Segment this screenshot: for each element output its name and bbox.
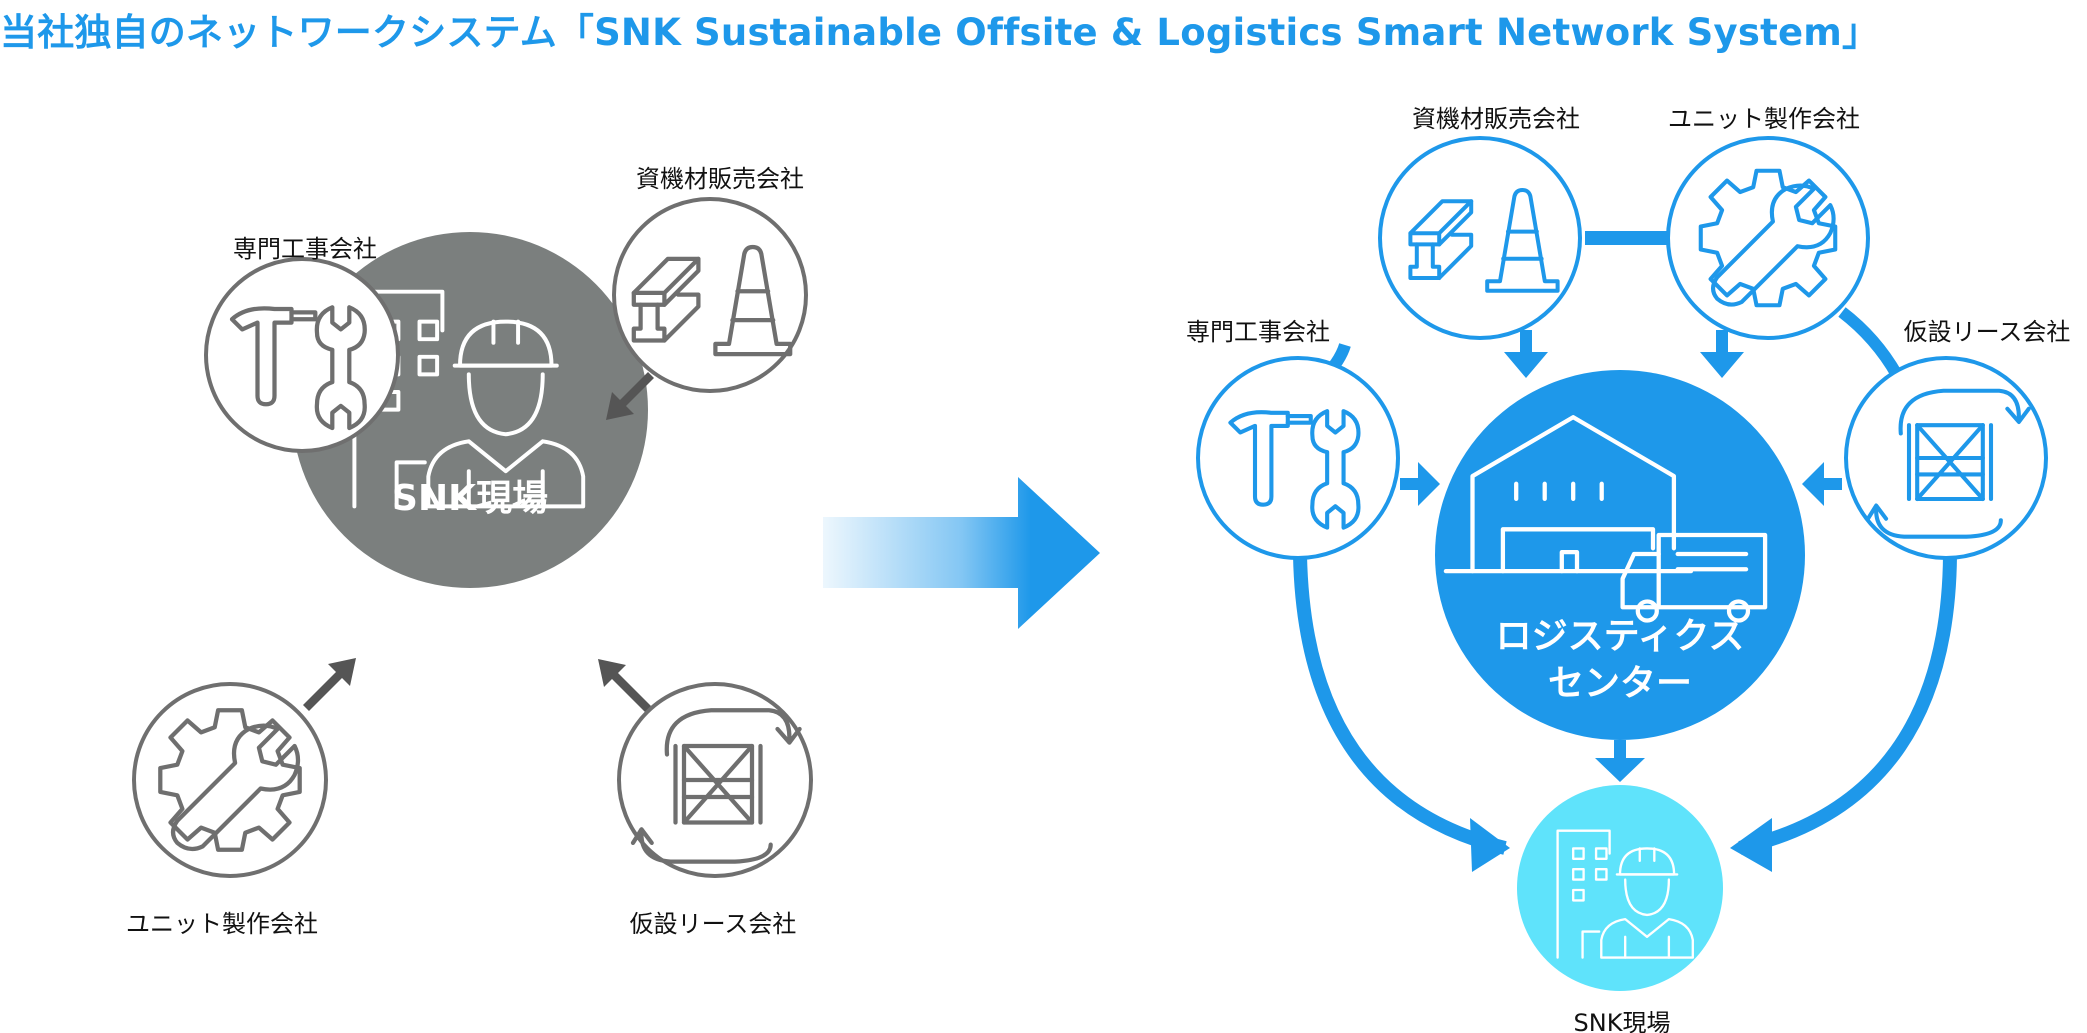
- logistics-label-line1: ロジスティクス: [1496, 616, 1745, 657]
- arrow-logistics-to-site: [1595, 740, 1645, 782]
- after-materials-circle: [1378, 136, 1582, 340]
- before-unit-circle: [132, 682, 328, 878]
- page-title: 当社独自のネットワークシステム「SNK Sustainable Offsite …: [0, 11, 1880, 54]
- after-unit-circle: [1666, 136, 1870, 340]
- arrow-lease-to-logistics: [1802, 462, 1842, 506]
- arrow-unit-to-logistics: [1700, 330, 1744, 378]
- before-specialty-label: 専門工事会社: [233, 235, 377, 263]
- arrow-specialty-to-logistics: [1400, 462, 1440, 506]
- arrow-unit-to-site: [303, 658, 356, 711]
- after-unit-label: ユニット製作会社: [1668, 105, 1860, 133]
- arc-arrowhead-right: [1730, 818, 1772, 872]
- after-lease-label: 仮設リース会社: [1904, 318, 2071, 346]
- before-materials-label: 資機材販売会社: [636, 165, 804, 193]
- after-site-label: SNK現場: [1574, 1009, 1671, 1033]
- arrow-materials-to-logistics: [1504, 330, 1548, 378]
- logistics-label-line2: センター: [1548, 663, 1692, 704]
- before-specialty-circle: [204, 257, 400, 453]
- after-specialty-circle: [1196, 356, 1400, 560]
- before-lease-label: 仮設リース会社: [630, 910, 797, 938]
- arc-lease-to-site: [1738, 554, 1957, 855]
- before-unit-label: ユニット製作会社: [126, 910, 318, 938]
- logistics-center-circle: [1435, 370, 1805, 740]
- arc-specialty-to-site: [1293, 554, 1507, 855]
- arc-arrowhead-left: [1470, 818, 1510, 872]
- arrow-lease-to-site: [598, 659, 651, 712]
- before-site-label: SNK現場: [392, 478, 548, 519]
- after-specialty-label: 専門工事会社: [1186, 318, 1330, 346]
- after-materials-label: 資機材販売会社: [1412, 105, 1580, 133]
- after-site-circle: [1517, 785, 1723, 991]
- ring-right-arc: [1838, 307, 1903, 378]
- gradient-arrow-right-icon: [823, 477, 1100, 629]
- arrow-materials-to-site: [606, 372, 654, 420]
